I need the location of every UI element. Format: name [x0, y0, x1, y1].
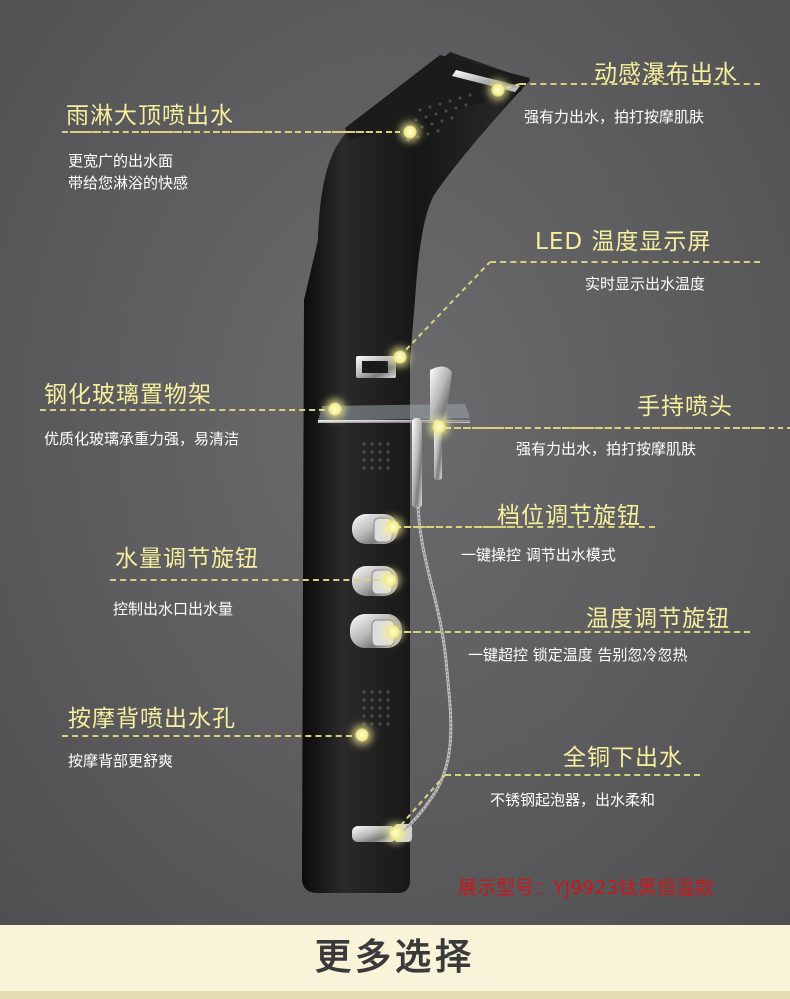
temp-knob-title: 温度调节旋钮: [586, 606, 730, 632]
handheld-shower: [430, 366, 452, 424]
temp-knob-desc: 一键超控 锁定温度 告别忽冷忽热: [468, 646, 688, 664]
mode-knob-title: 档位调节旋钮: [497, 503, 641, 529]
leader-rain-top: [62, 131, 392, 133]
dot-copper: [389, 826, 403, 840]
flow-knob-title: 水量调节旋钮: [115, 546, 259, 572]
handheld-title: 手持喷头: [637, 394, 733, 420]
rain-top-title: 雨淋大顶喷出水: [66, 103, 234, 129]
leader-flow-knob: [110, 579, 390, 581]
knob-mode: [352, 514, 398, 544]
dot-temp-knob: [386, 625, 400, 639]
dot-massage: [355, 728, 369, 742]
leader-copper: [445, 774, 700, 776]
leader-handheld: [445, 427, 760, 429]
leader-waterfall: [520, 83, 760, 85]
massage-desc: 按摩背部更舒爽: [68, 752, 174, 770]
leader-mode-knob: [395, 526, 655, 528]
waterfall-title: 动感瀑布出水: [594, 61, 738, 87]
rain-top-desc-1: 更宽广的出水面: [68, 152, 174, 170]
led-title: LED 温度显示屏: [535, 229, 712, 255]
flow-knob-desc: 控制出水口出水量: [113, 600, 234, 618]
massage-title: 按摩背喷出水孔: [68, 706, 236, 732]
mode-knob-desc: 一键操控 调节出水模式: [461, 546, 616, 564]
product-stage: 雨淋大顶喷出水 更宽广的出水面 带给您淋浴的快感 动感瀑布出水 强有力出水，拍打…: [0, 0, 790, 925]
leader-massage: [62, 735, 362, 737]
copper-desc: 不锈钢起泡器，出水柔和: [490, 791, 656, 809]
leader-temp-knob: [395, 631, 750, 633]
led-desc: 实时显示出水温度: [585, 275, 706, 293]
dot-led: [393, 350, 407, 364]
handheld-desc: 强有力出水，拍打按摩肌肤: [516, 440, 697, 458]
model-label: 展示型号：YJ9923钛黑恒温款: [458, 877, 714, 899]
dot-waterfall: [491, 83, 505, 97]
waterfall-desc: 强有力出水，拍打按摩肌肤: [524, 108, 705, 126]
dot-handheld: [432, 420, 446, 434]
leader-led: [490, 261, 760, 263]
copper-title: 全铜下出水: [563, 745, 683, 771]
dot-rain-top: [403, 125, 417, 139]
shower-panel-body: [302, 52, 530, 893]
dot-mode-knob: [386, 520, 400, 534]
dot-flow-knob: [383, 573, 397, 587]
footer-bar: 更多选择: [0, 925, 790, 999]
rain-top-desc-2: 带给您淋浴的快感: [68, 174, 189, 192]
more-choices-button[interactable]: 更多选择: [314, 937, 475, 978]
rain-head: [345, 55, 530, 140]
dot-shelf: [328, 402, 342, 416]
shelf-desc: 优质化玻璃承重力强，易清洁: [44, 430, 240, 448]
shelf-title: 钢化玻璃置物架: [44, 382, 212, 408]
leader-shelf: [40, 409, 335, 411]
shower-panel-illustration: [70, 52, 790, 893]
